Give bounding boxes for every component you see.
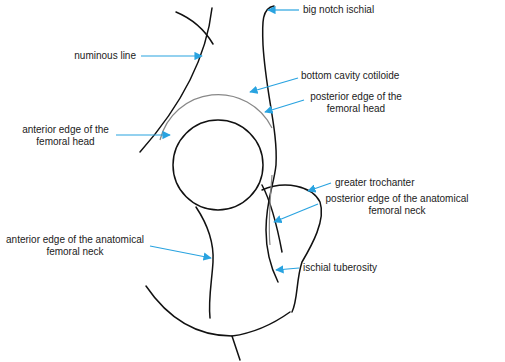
posterior-neck-shadow: [269, 175, 272, 245]
leader-line: [265, 100, 304, 112]
part-label: anterior edge of the anatomical femoral …: [2, 234, 148, 258]
part-label: ischial tuberosity: [303, 262, 377, 274]
leader-line: [250, 78, 298, 92]
part-label: numinous line: [40, 50, 136, 62]
pelvic-curve: [176, 12, 213, 44]
part-label: big notch ischial: [303, 4, 374, 16]
lesser-trochanter: [146, 286, 290, 336]
part-label: bottom cavity cotiloide: [301, 70, 399, 82]
leader-line: [141, 55, 202, 56]
leader-line: [308, 183, 331, 191]
part-label: anterior edge of the femoral head: [18, 124, 113, 148]
leader-line: [116, 134, 170, 135]
posterior-neck-edge: [262, 185, 282, 252]
ischium-contour: [263, 6, 278, 282]
numinous-line-curve: [140, 8, 212, 152]
leader-line: [150, 246, 211, 258]
leader-line: [268, 9, 299, 10]
part-label: posterior edge of the femoral head: [306, 91, 406, 115]
anterior-neck-edge: [196, 207, 213, 318]
femoral-shaft: [232, 336, 240, 360]
part-label: posterior edge of the anatomical femoral…: [321, 193, 473, 217]
leader-line: [274, 204, 318, 222]
leader-line: [276, 268, 299, 270]
part-label: greater trochanter: [335, 177, 415, 189]
acetabulum-roof: [160, 95, 272, 140]
femoral-head: [173, 120, 263, 210]
greater-trochanter: [262, 185, 321, 312]
